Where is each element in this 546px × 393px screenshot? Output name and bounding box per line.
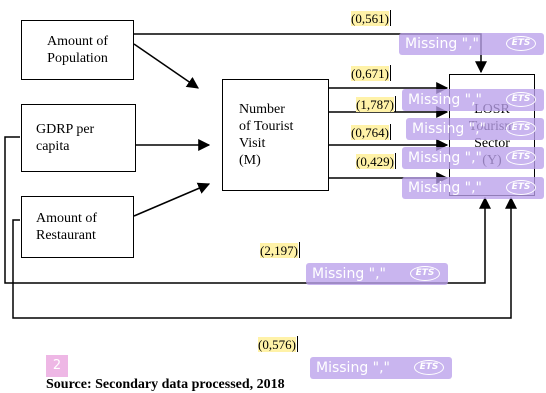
arrow-gdrp-to-y	[4, 136, 491, 284]
missing-comma-badge[interactable]: Missing ","ETS	[306, 263, 448, 285]
ets-logo-icon: ETS	[410, 266, 440, 281]
arrow-restaurant-to-m	[133, 182, 211, 217]
arrow-population-to-m	[133, 43, 199, 89]
coef-m-y-3: (0,764)	[351, 124, 392, 140]
ets-logo-icon: ETS	[506, 150, 536, 165]
missing-comma-badge[interactable]: Missing ","ETS	[402, 147, 544, 169]
ets-logo-icon: ETS	[506, 92, 536, 107]
ets-logo-icon: ETS	[414, 360, 444, 375]
coef-m-y-1: (0,671)	[351, 65, 392, 81]
coef-pop-y: (0,561)	[351, 10, 392, 26]
node-gdrp: GDRP per capita	[21, 104, 136, 172]
coef-m-y-4: (0,429)	[356, 153, 397, 169]
node-tourist-visit: Number of Tourist Visit (M)	[222, 79, 329, 191]
missing-comma-badge[interactable]: Missing ","ETS	[402, 89, 544, 111]
node-restaurant: Amount of Restaurant	[21, 196, 134, 258]
coef-restaurant-y: (0,576)	[258, 336, 299, 352]
missing-comma-badge[interactable]: Missing ","ETS	[406, 118, 544, 140]
annotation-number-marker[interactable]: 2	[46, 355, 68, 377]
coef-gdrp-y: (2,197)	[260, 242, 301, 258]
node-population: Amount of Population	[21, 20, 134, 80]
source-caption: Source: Secondary data processed, 2018	[46, 377, 285, 392]
ets-logo-icon: ETS	[506, 36, 536, 51]
missing-comma-badge[interactable]: Missing ","ETS	[310, 357, 452, 379]
missing-comma-badge[interactable]: Missing ","ETS	[399, 33, 544, 55]
ets-logo-icon: ETS	[506, 121, 536, 136]
ets-logo-icon: ETS	[506, 180, 536, 195]
arrow-restaurant-to-y	[12, 196, 517, 319]
missing-comma-badge[interactable]: Missing ","ETS	[402, 177, 544, 199]
coef-m-y-2: (1,787)	[356, 96, 397, 112]
